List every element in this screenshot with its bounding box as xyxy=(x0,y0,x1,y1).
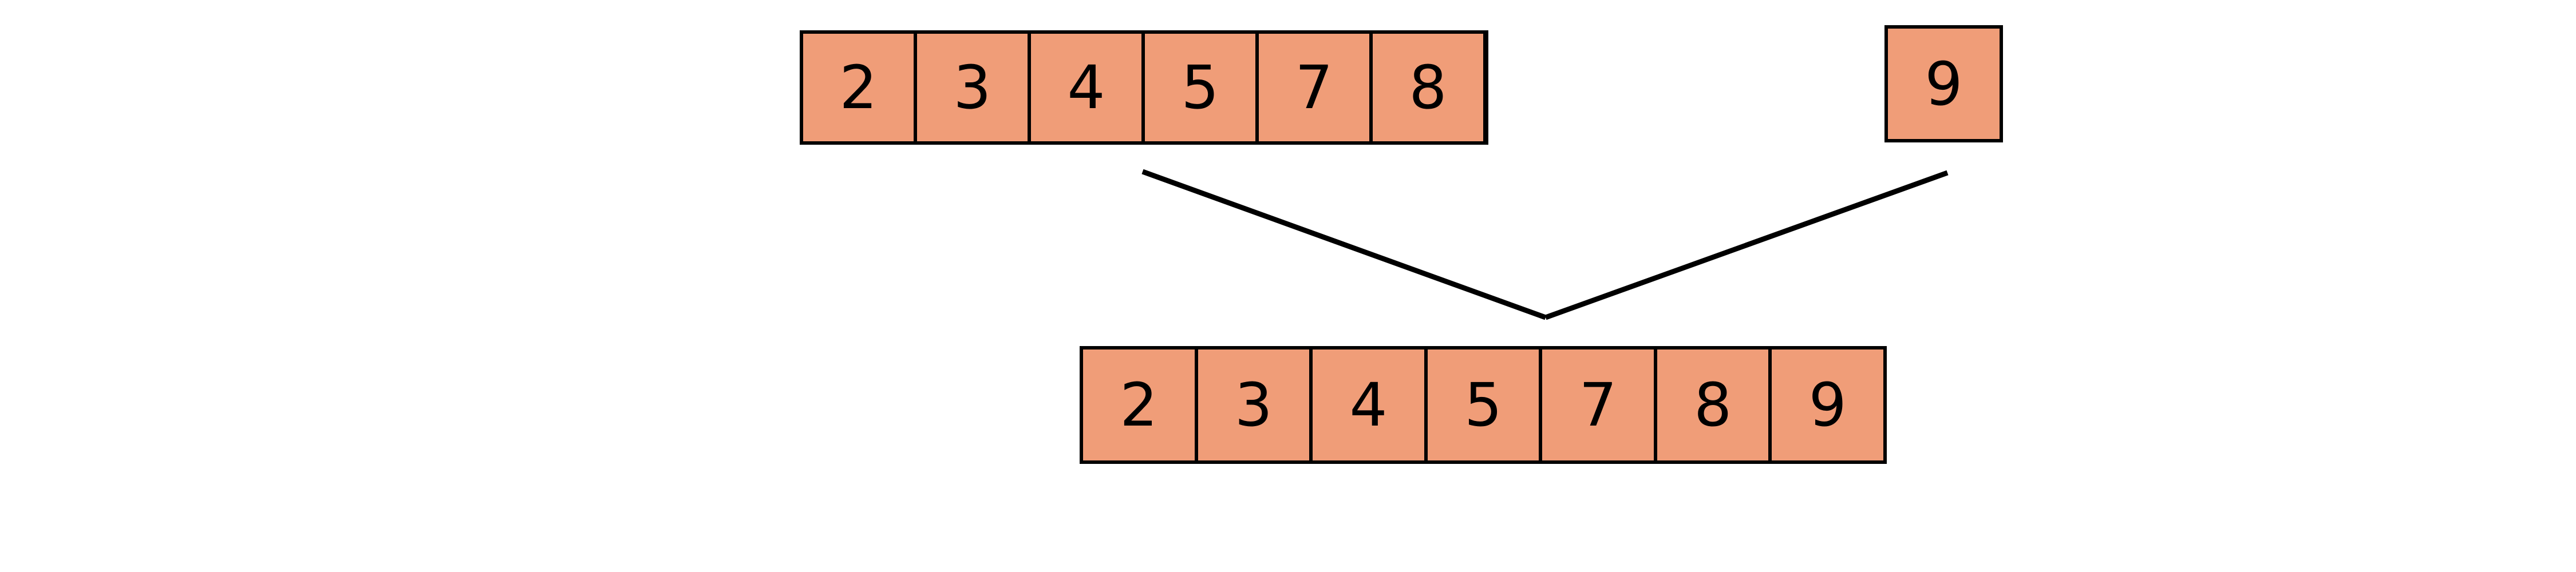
left-run-cell[interactable]: 8 xyxy=(1373,34,1483,141)
left-run-cell[interactable]: 5 xyxy=(1145,34,1255,141)
left-run-cell[interactable]: 3 xyxy=(917,34,1028,141)
merged-run-cell[interactable]: 9 xyxy=(1772,349,1884,460)
right-run-cell[interactable]: 9 xyxy=(1888,29,2000,139)
merged-run-cell[interactable]: 7 xyxy=(1542,349,1654,460)
left-run-cell[interactable]: 7 xyxy=(1259,34,1369,141)
merged-run-cell[interactable]: 4 xyxy=(1313,349,1424,460)
left-run-cell[interactable]: 4 xyxy=(1031,34,1141,141)
merged-run-array: 2 3 4 5 7 8 9 xyxy=(1080,346,1887,464)
right-run-to-merged-line xyxy=(1544,170,1949,320)
merged-run-cell[interactable]: 2 xyxy=(1083,349,1195,460)
left-run-array: 2 3 4 5 7 8 xyxy=(800,30,1488,145)
merged-run-cell[interactable]: 3 xyxy=(1198,349,1310,460)
right-run-array: 9 xyxy=(1884,25,2003,142)
left-run-to-merged-line xyxy=(1141,169,1547,320)
merged-run-cell[interactable]: 8 xyxy=(1657,349,1769,460)
left-run-cell[interactable]: 2 xyxy=(803,34,914,141)
merged-run-cell[interactable]: 5 xyxy=(1427,349,1539,460)
